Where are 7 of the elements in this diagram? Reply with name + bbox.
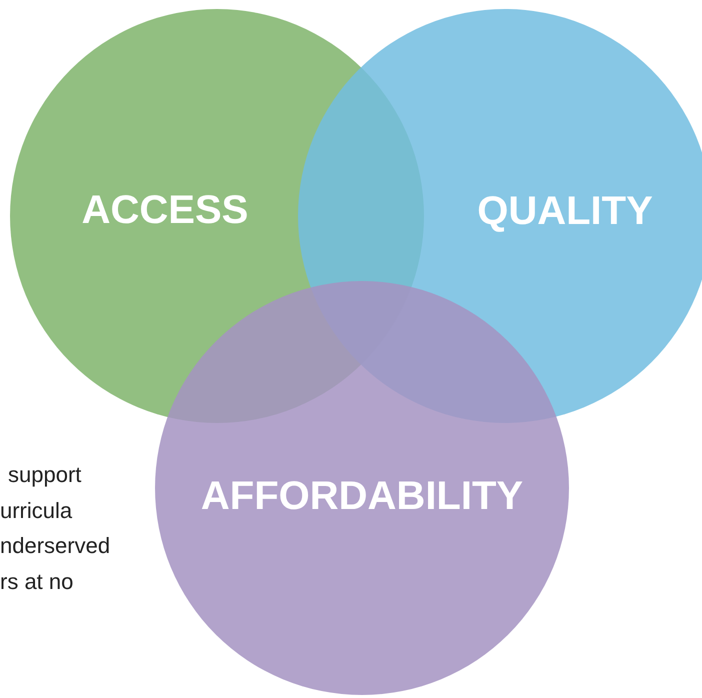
- body-text: support: [8, 464, 82, 486]
- circle-label: ACCESS: [82, 190, 248, 230]
- body-text: urricula: [0, 500, 72, 522]
- circle-label: QUALITY: [477, 191, 653, 231]
- circle-label: AFFORDABILITY: [200, 476, 524, 516]
- body-text: nderserved: [0, 535, 110, 557]
- body-text: rs at no: [0, 571, 74, 593]
